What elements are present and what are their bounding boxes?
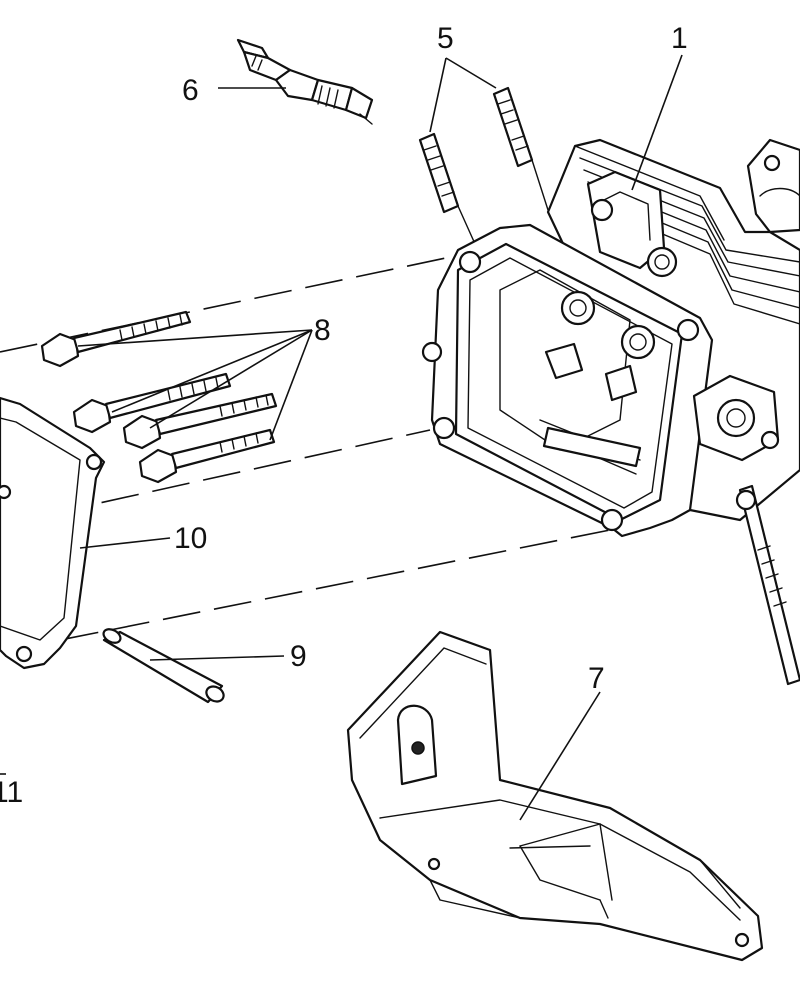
head-shroud-part — [346, 630, 764, 962]
leader-lines — [77, 54, 683, 821]
callout-6: 6 — [182, 74, 199, 107]
leader-5b — [445, 57, 497, 89]
callout-8: 8 — [314, 314, 331, 347]
callout-9: 9 — [290, 640, 307, 673]
head-gasket-part — [0, 396, 106, 670]
dowel-pin-part — [102, 628, 225, 704]
leader-8c — [149, 329, 313, 429]
spark-plug-part — [236, 38, 374, 125]
callout-7: 7 — [588, 662, 605, 695]
leader-10 — [79, 537, 171, 549]
head-bolts-part — [40, 310, 278, 484]
leader-8a — [77, 329, 313, 347]
leader-8d — [269, 329, 313, 441]
cylinder-head-part — [421, 138, 800, 686]
leader-7 — [519, 691, 601, 821]
callout-5: 5 — [437, 22, 454, 55]
callout-10: 10 — [174, 522, 207, 555]
leader-5a — [429, 57, 447, 133]
leader-9 — [149, 655, 285, 661]
leader-1 — [631, 54, 683, 191]
callout-11: 11 — [0, 776, 23, 809]
leader-8b — [111, 329, 313, 413]
callout-1: 1 — [671, 22, 688, 55]
callout-labels: 1 5 6 8 10 9 7 11 — [0, 22, 688, 809]
